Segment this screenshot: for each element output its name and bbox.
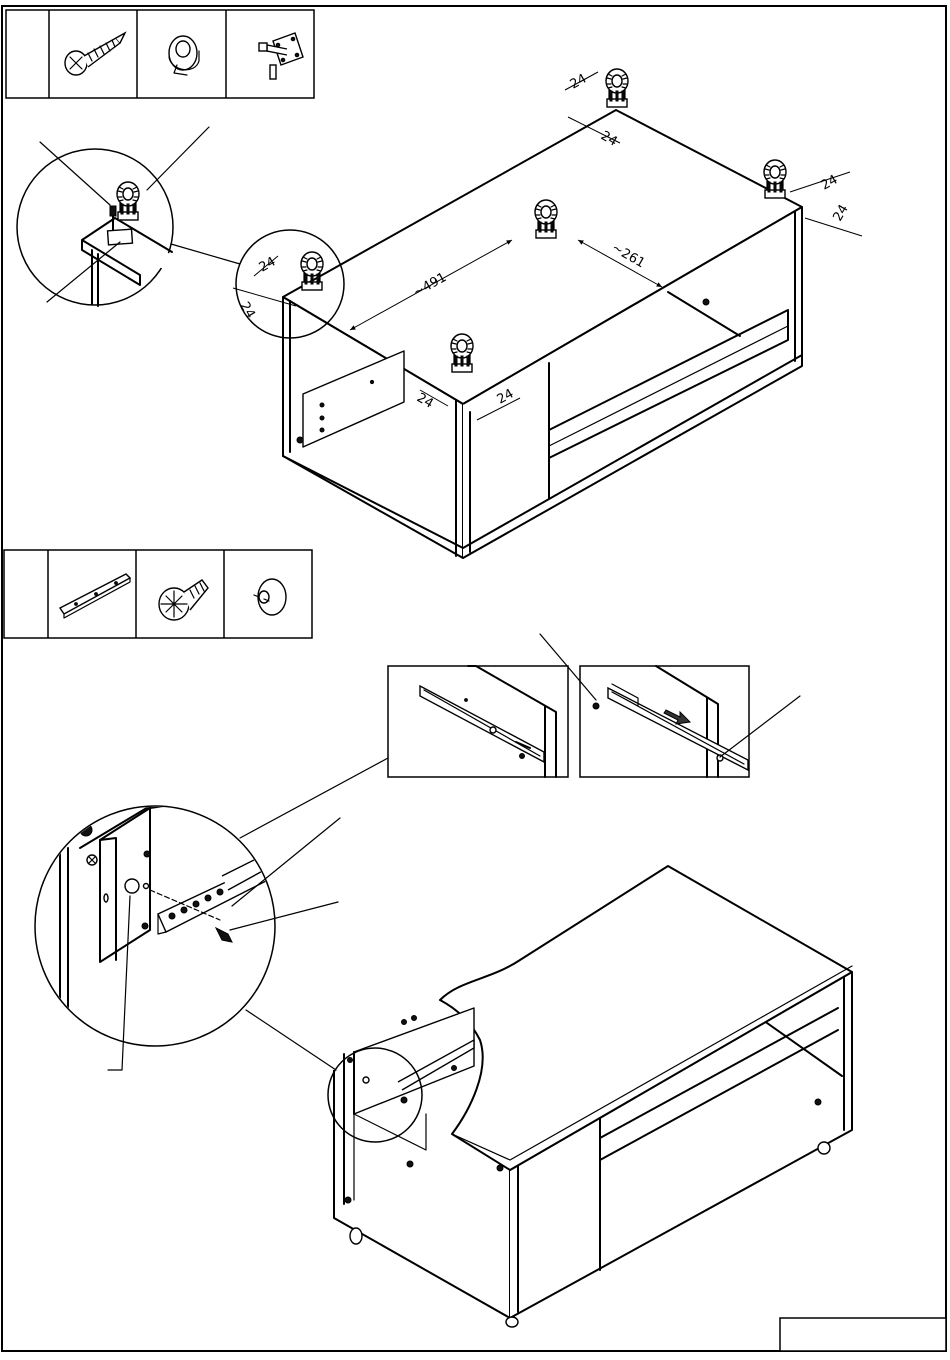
page-number-box <box>780 1318 946 1351</box>
cabinet-upside-down <box>236 69 802 558</box>
step2-parts-table <box>4 550 312 638</box>
dim-offset-label-5: 24 <box>568 71 590 92</box>
rail-mount-detail-callout <box>35 758 388 1070</box>
dim-offset-label-7: 24 <box>819 172 841 193</box>
dim-offset-label-2: 24 <box>257 254 279 275</box>
cabinet-upright <box>328 866 852 1327</box>
dim-offset-label-8: 24 <box>830 202 851 224</box>
rail-detail-box-2 <box>540 634 800 777</box>
rail-detail-box-1 <box>388 666 568 777</box>
caster-detail-callout <box>17 127 240 306</box>
step1-parts-table <box>6 10 314 98</box>
